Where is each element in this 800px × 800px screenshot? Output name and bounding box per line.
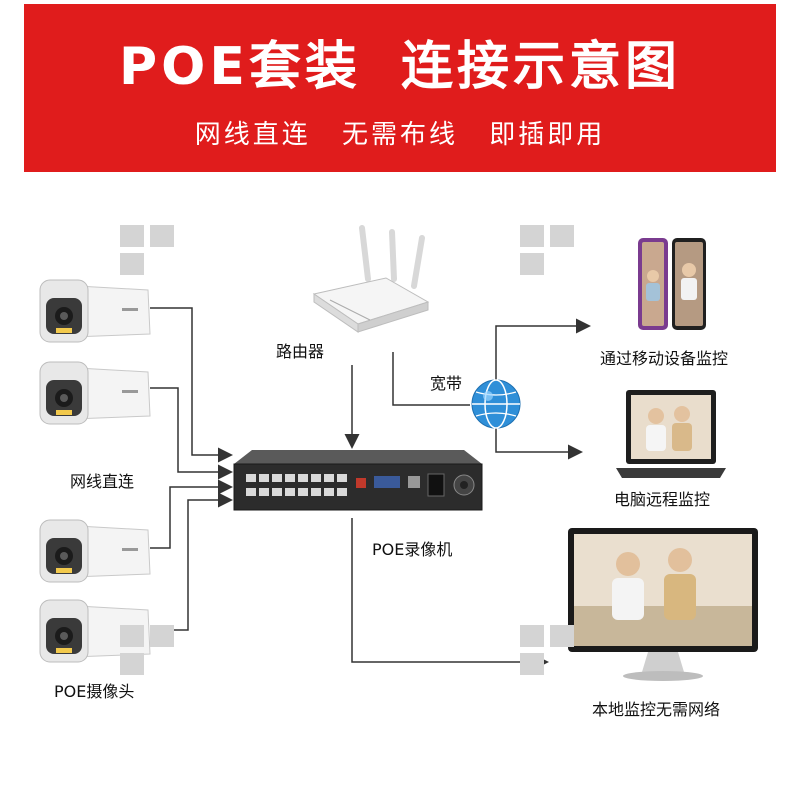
watermark-1: [120, 225, 178, 281]
poe-camera-label: POE摄像头: [54, 682, 135, 701]
camera-2: [39, 361, 151, 425]
broadband-label: 宽带: [430, 374, 463, 393]
local-label: 本地监控无需网络: [592, 700, 721, 719]
line-router-broadband: [392, 352, 470, 406]
watermark-logo-icon: [520, 625, 574, 675]
mobile-label: 通过移动设备监控: [600, 349, 729, 368]
nvr-icon: [233, 450, 483, 511]
watermark-logo-icon: [120, 225, 174, 275]
line-camera-3: [150, 479, 233, 549]
watermark-2: [520, 225, 578, 281]
router-icon: [312, 225, 430, 333]
diagram-title: POE套装 连接示意图: [119, 37, 681, 97]
title-banner: POE套装 连接示意图 网线直连 无需布线 即插即用: [24, 4, 776, 172]
router-label: 路由器: [276, 342, 325, 361]
watermark-logo-icon: [120, 625, 174, 675]
line-camera-4: [150, 492, 233, 631]
line-nvr-local: [351, 518, 549, 670]
line-camera-1: [150, 307, 233, 463]
pc-label: 电脑远程监控: [614, 490, 711, 509]
monitor-icon: [568, 528, 758, 681]
line-globe-pc: [495, 428, 583, 460]
watermark-logo-icon: [520, 225, 574, 275]
line-camera-2: [150, 387, 233, 480]
watermark-3: [520, 625, 578, 681]
cable-direct-label: 网线直连: [70, 472, 135, 491]
camera-4: [39, 599, 151, 663]
watermark-4: [120, 625, 178, 681]
globe-icon: [471, 379, 521, 429]
camera-3: [39, 519, 151, 583]
diagram-subtitle: 网线直连 无需布线 即插即用: [194, 120, 606, 150]
phone-icon: [638, 238, 706, 330]
camera-1: [39, 279, 151, 343]
laptop-icon: [616, 390, 726, 478]
line-globe-mobile: [495, 318, 591, 382]
nvr-label: POE录像机: [372, 540, 453, 559]
